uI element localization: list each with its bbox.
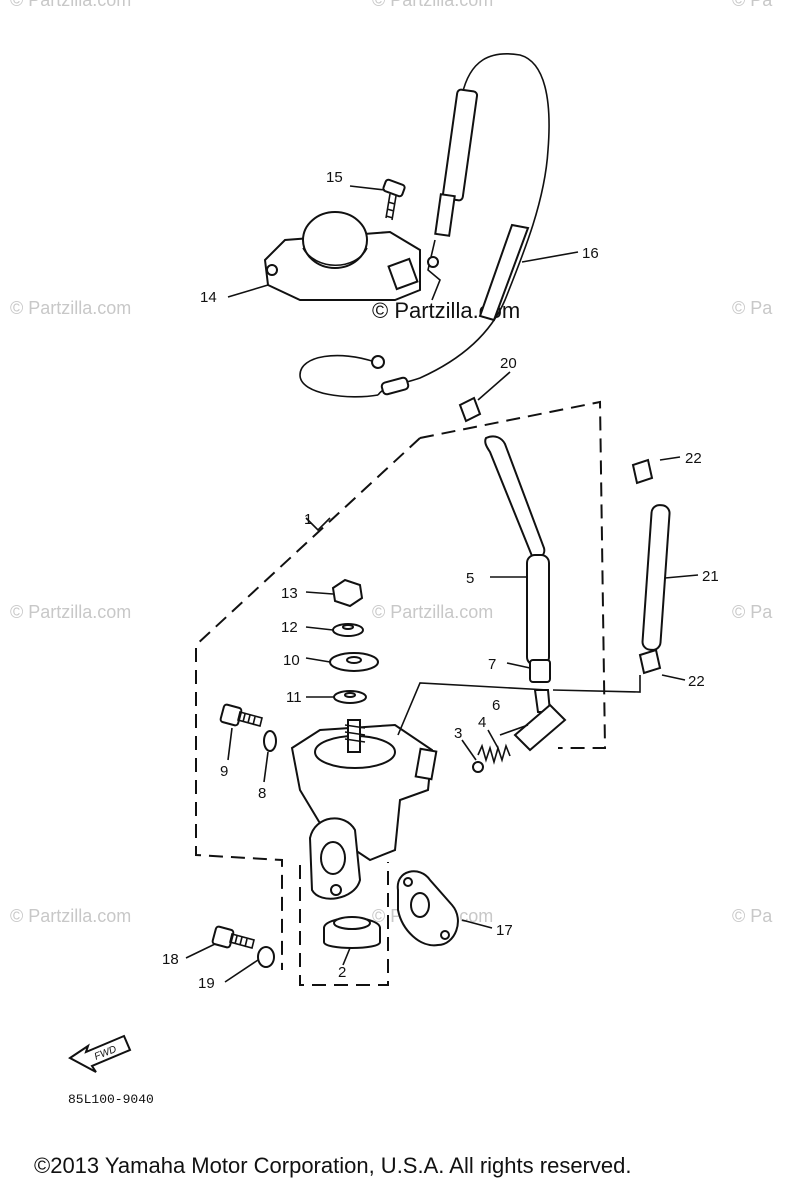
- callout-5: 5: [466, 570, 474, 587]
- oil-pump-cable: [299, 53, 550, 398]
- washer-8: [263, 730, 277, 752]
- callout-18: 18: [162, 951, 179, 968]
- callout-6: 6: [492, 697, 500, 714]
- bolt-18: [211, 925, 255, 949]
- gasket: [396, 870, 459, 947]
- callout-22-bottom: 22: [688, 673, 705, 690]
- watermark-row2-left: © Partzilla.com: [10, 298, 132, 318]
- watermark-row2-right: © Pa: [732, 298, 773, 318]
- callout-15: 15: [326, 169, 343, 186]
- callout-4: 4: [478, 714, 486, 731]
- hose-clamps: [458, 396, 662, 675]
- callout-13: 13: [281, 585, 298, 602]
- callout-16: 16: [582, 245, 599, 262]
- callout-7: 7: [488, 656, 496, 673]
- bolt-9: [219, 703, 263, 727]
- watermark-top-left: © Partzilla.com: [10, 0, 132, 10]
- callout-19: 19: [198, 975, 215, 992]
- callout-1: 1: [304, 511, 312, 528]
- diagram-part-code: 85L100-9040: [68, 1092, 154, 1107]
- callout-10: 10: [283, 652, 300, 669]
- callout-9: 9: [220, 763, 228, 780]
- oil-seal: [323, 916, 381, 949]
- callout-12: 12: [281, 619, 298, 636]
- watermark-row3-center: © Partzilla.com: [372, 602, 494, 622]
- callout-22-top: 22: [685, 450, 702, 467]
- watermark-top-right: © Pa: [732, 0, 773, 10]
- assembly-boundary: [195, 400, 607, 986]
- watermark-row3-right: © Pa: [732, 602, 773, 622]
- leader-lines: [185, 185, 699, 983]
- callout-17: 17: [496, 922, 513, 939]
- callout-8: 8: [258, 785, 266, 802]
- check-valve-parts: [472, 659, 567, 773]
- oil-pump-body: [290, 719, 438, 900]
- shaft-hardware: [329, 578, 379, 704]
- watermark-top-center: © Partzilla.com: [372, 0, 494, 10]
- watermark-row3-left: © Partzilla.com: [10, 602, 132, 622]
- watermark-row4-left: © Partzilla.com: [10, 906, 132, 926]
- callout-2: 2: [338, 964, 346, 981]
- cover-screw: [382, 178, 406, 221]
- washer-19: [257, 946, 275, 968]
- callout-11: 11: [286, 689, 302, 706]
- callout-20: 20: [500, 355, 517, 372]
- copyright-notice: ©2013 Yamaha Motor Corporation, U.S.A. A…: [34, 1153, 632, 1178]
- leader-1-to-pump: [397, 682, 549, 736]
- pump-cover: [263, 211, 421, 301]
- hose-5: [484, 435, 550, 666]
- callout-14: 14: [200, 289, 217, 306]
- connector-line-22: [552, 675, 641, 693]
- watermark-row4-right: © Pa: [732, 906, 773, 926]
- forward-arrow-icon: FWD: [68, 1034, 132, 1073]
- callout-3: 3: [454, 725, 462, 742]
- callout-21: 21: [702, 568, 719, 585]
